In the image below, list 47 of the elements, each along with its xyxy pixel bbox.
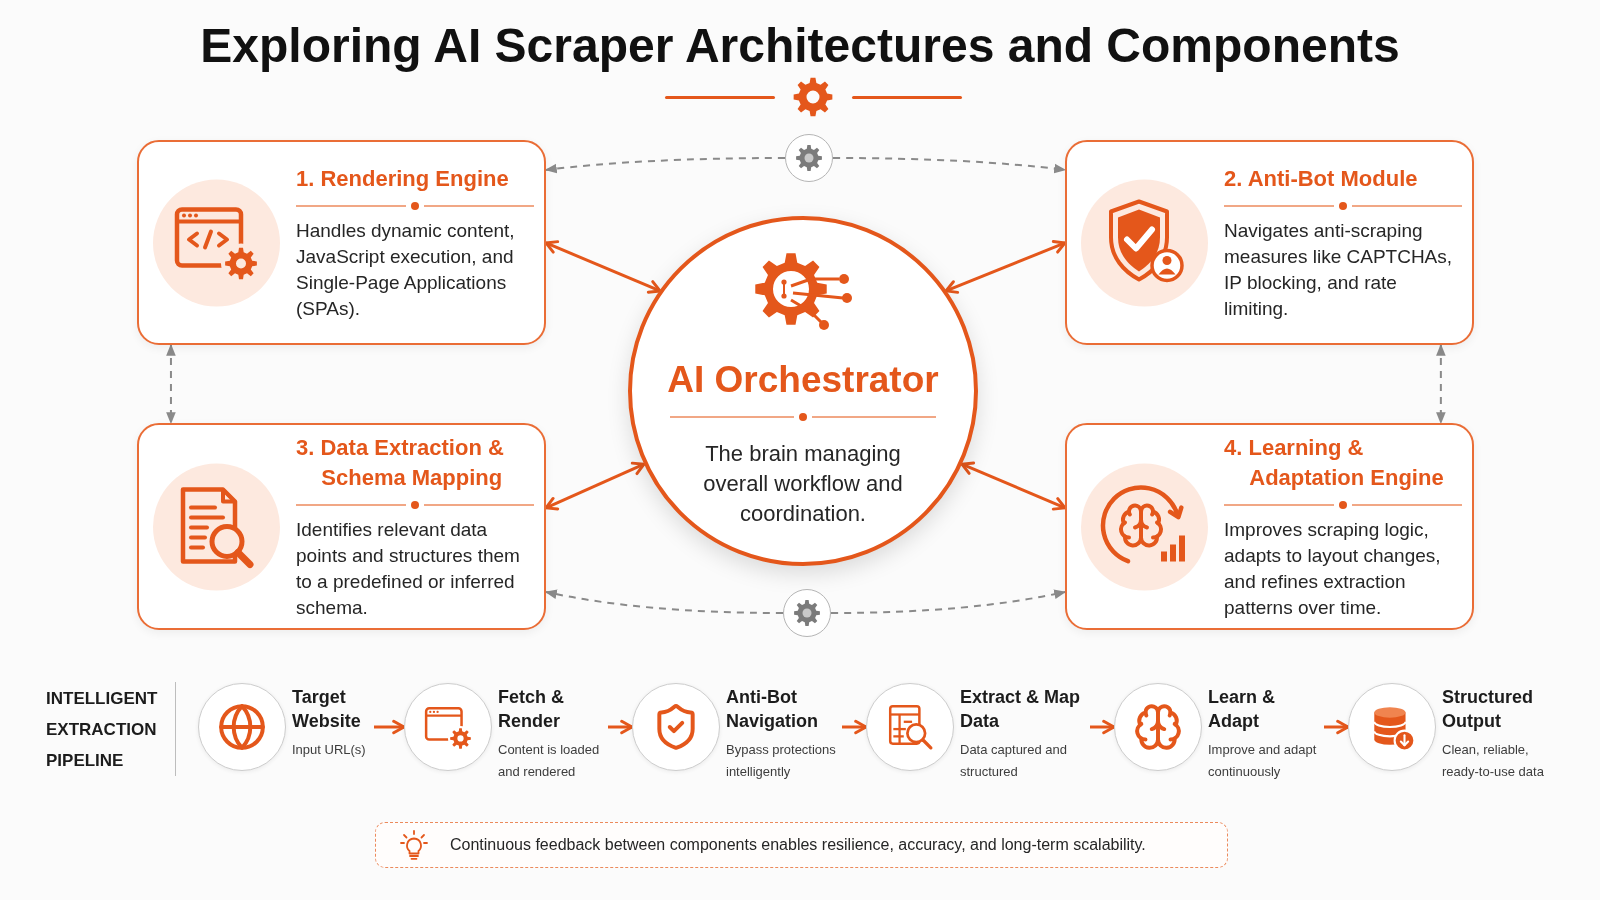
component-card	[1065, 140, 1474, 345]
arrow	[842, 719, 868, 735]
step-title: Extract & Map Data	[960, 686, 1082, 733]
double-arrow	[544, 240, 662, 294]
dashed-arrow	[832, 157, 1067, 174]
card-description: Handles dynamic content, JavaScript execution, and Single-Page Applications (SPAs).	[296, 218, 516, 321]
note-box	[375, 822, 1228, 868]
card-description: Improves scraping logic, adapts to layout changes, and refines extraction patterns over time.	[1224, 517, 1442, 620]
double-arrow	[944, 239, 1067, 294]
component-card	[137, 423, 546, 630]
step-description: Content is loaded and rendered	[498, 741, 601, 781]
component-card	[137, 140, 546, 345]
step-description: Clean, reliable, ready-to-use data	[1442, 741, 1545, 781]
arrow	[1090, 719, 1116, 735]
component-card	[1065, 423, 1474, 630]
step-title: Structured Output	[1442, 686, 1534, 733]
orchestrator-description: The brain managing overall workflow and coordination.	[702, 440, 904, 528]
dashed-arrow	[544, 589, 784, 614]
double-arrow	[544, 461, 646, 511]
dashed-double-arrow	[166, 343, 176, 425]
arrow	[1324, 719, 1350, 735]
dashed-arrow	[830, 589, 1067, 614]
step-title: Fetch & Render	[498, 686, 565, 733]
card-title: 4. Learning & Adaptation Engine	[1224, 433, 1445, 492]
card-description: Identifies relevant data points and structures them to a predefined or inferred schema.	[296, 517, 521, 620]
arrow	[608, 719, 634, 735]
page-title: Exploring AI Scraper Architectures and Components	[200, 18, 1400, 74]
step-description: Bypass protections intelligently	[726, 741, 837, 781]
step-description: Improve and adapt continuously	[1208, 741, 1318, 781]
card-title: 2. Anti-Bot Module	[1224, 164, 1419, 193]
gear-icon	[783, 589, 831, 637]
arrow	[374, 719, 406, 735]
step-title: Target Website	[292, 686, 362, 733]
dashed-double-arrow	[1436, 343, 1446, 425]
gear-icon	[785, 134, 833, 182]
note-text: Continuous feedback between components enables resilience, accuracy, and long-term scalability.	[450, 835, 1146, 855]
step-title: Learn & Adapt	[1208, 686, 1277, 733]
card-description: Navigates anti-scraping measures like CAPTCHAs, IP blocking, and rate limiting.	[1224, 218, 1454, 321]
card-title: 3. Data Extraction & Schema Mapping	[296, 433, 505, 492]
card-title: 1. Rendering Engine	[296, 164, 510, 193]
step-title: Anti-Bot Navigation	[726, 686, 819, 733]
dashed-arrow	[544, 157, 786, 174]
step-description: Input URL(s)	[292, 741, 367, 759]
orchestrator-title: AI Orchestrator	[667, 358, 939, 402]
section-label: INTELLIGENT EXTRACTION PIPELINE	[46, 688, 159, 772]
step-description: Data captured and structured	[960, 741, 1068, 781]
double-arrow	[960, 461, 1067, 511]
